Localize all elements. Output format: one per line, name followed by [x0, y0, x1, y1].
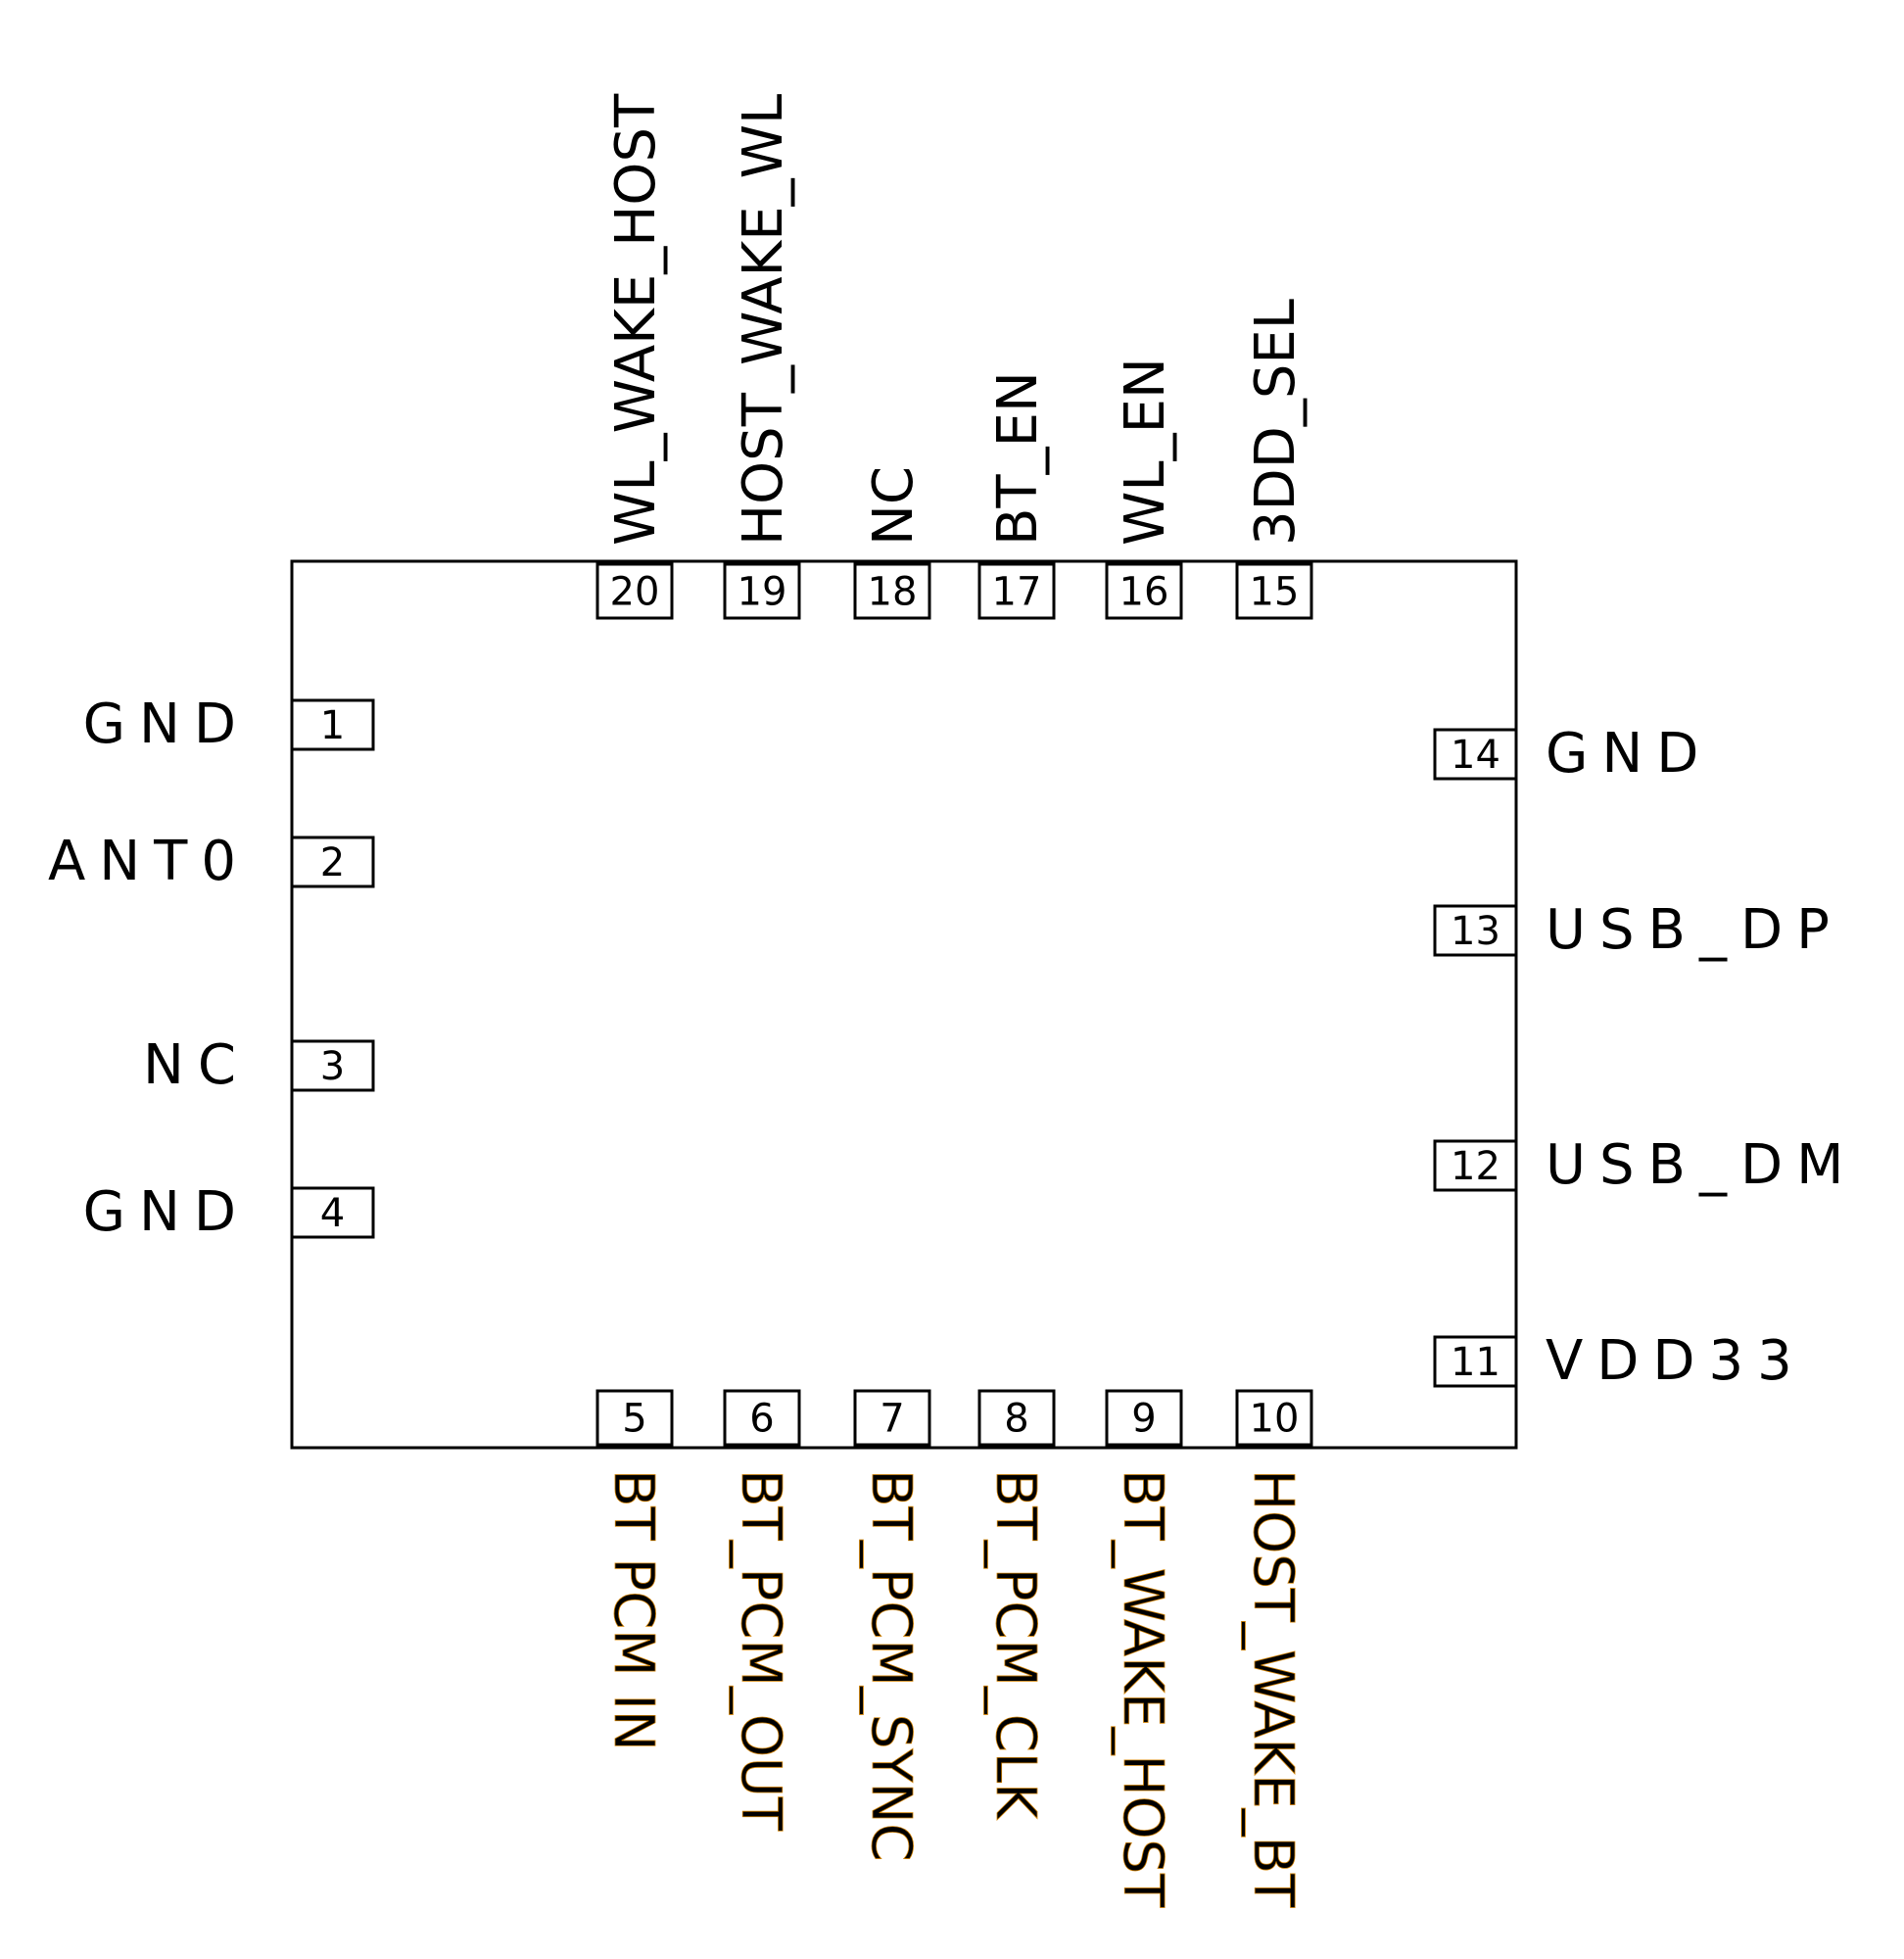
pin-number: 16 [1119, 570, 1169, 615]
pin-name-bt-en: BT_EN [986, 371, 1050, 546]
pin-14: 14 GND [1433, 722, 1712, 786]
pin-18: 18 NC [853, 466, 931, 620]
pin-name-bt-wake-host: BT_WAKE_HOST [1111, 1469, 1174, 1908]
pin-19: 19 HOST_WAKE_WL [723, 94, 801, 620]
pin-pad [1235, 562, 1313, 620]
pin-11: 11 VDD33 [1433, 1329, 1806, 1393]
pin-number: 2 [320, 840, 345, 885]
pin-pad [853, 562, 931, 620]
pin-number: 7 [880, 1397, 904, 1442]
pin-number: 6 [749, 1397, 774, 1442]
pin-9: 9BT_WAKE_HOST [1105, 1389, 1183, 1908]
pin-pad [290, 836, 375, 888]
pin-name-bt-pcm-clk: BT_PCM_CLK [983, 1469, 1047, 1820]
pin-number: 1 [320, 703, 345, 748]
pin-name-gnd: GND [83, 1180, 250, 1244]
pin-name-bt-pcm-out: BT_PCM_OUT [729, 1469, 792, 1832]
pin-number: 17 [992, 570, 1042, 615]
pin-17: 17 BT_EN [977, 371, 1056, 620]
pin-pad [290, 1039, 375, 1092]
pin-name-host-wake-bt: HOST_WAKE_BT [1241, 1469, 1305, 1908]
pin-number: 15 [1250, 570, 1300, 615]
pin-number: 5 [622, 1397, 646, 1442]
pin-number: 12 [1451, 1144, 1500, 1189]
pin-pad [290, 1186, 375, 1239]
pin-number: 9 [1131, 1397, 1156, 1442]
pin-pad [723, 1389, 801, 1447]
pin-number: 3 [320, 1044, 345, 1089]
pin-name-wl-en: WL_EN [1114, 358, 1177, 546]
pin-number: 13 [1451, 909, 1500, 954]
pin-name-nc: NC [143, 1033, 250, 1097]
pin-pad [853, 1389, 931, 1447]
pin-name-nc: NC [862, 466, 926, 546]
pin-name-usb-dm: USB_DM [1546, 1133, 1857, 1197]
pin-20: 20 WL_WAKE_HOST [595, 93, 674, 620]
pin-number: 14 [1451, 733, 1500, 778]
pin-pad [290, 698, 375, 751]
pin-7: 7BT_PCM_SYNC [853, 1389, 931, 1862]
pin-number: 10 [1250, 1397, 1300, 1442]
pin-1: 1 GND [83, 693, 375, 756]
pin-6: 6BT_PCM_OUT [723, 1389, 801, 1832]
pin-name-host-wake-wl: HOST_WAKE_WL [732, 94, 795, 546]
pin-pad [1433, 728, 1518, 781]
pin-2: 2 ANT0 [48, 830, 375, 893]
pin-number: 4 [320, 1191, 345, 1236]
pin-5: 5 BT PCM IN [595, 1389, 674, 1751]
pin-12: 12 USB_DM [1433, 1133, 1857, 1197]
pin-pad [1433, 904, 1518, 957]
pin-number: 18 [868, 570, 918, 615]
pin-4: 4 GND [83, 1180, 375, 1244]
pin-pad [1105, 562, 1183, 620]
pin-number: 8 [1004, 1397, 1028, 1442]
pin-name-gnd: GND [1546, 722, 1712, 786]
pin-name-3dd-sel: 3DD_SEL [1244, 299, 1308, 546]
pin-name-vdd33: VDD33 [1546, 1329, 1806, 1393]
pin-name-bt-pcm-sync: BT_PCM_SYNC [859, 1469, 923, 1862]
pin-name-usb-dp: USB_DP [1546, 898, 1843, 962]
pin-pad [1433, 1139, 1518, 1192]
pin-pad [595, 1389, 674, 1447]
pin-pad [595, 562, 674, 620]
pin-pad [1433, 1335, 1518, 1388]
pin-number: 20 [610, 570, 660, 615]
pin-3: 3 NC [143, 1033, 375, 1097]
pin-pad [1105, 1389, 1183, 1447]
pin-name-ant0: ANT0 [48, 830, 250, 893]
pin-name-wl-wake-host: WL_WAKE_HOST [604, 93, 668, 546]
pin-16: 16 WL_EN [1105, 358, 1183, 620]
pin-number: 19 [738, 570, 787, 615]
pin-13: 13 USB_DP [1433, 898, 1843, 962]
pin-pad [977, 1389, 1056, 1447]
pin-15: 15 3DD_SEL [1235, 299, 1313, 620]
pin-name-bt-pcm-in: BT PCM IN [601, 1469, 665, 1751]
pin-8: 8BT_PCM_CLK [977, 1389, 1056, 1821]
pin-pad [977, 562, 1056, 620]
pin-name-gnd: GND [83, 693, 250, 756]
pin-pad [1235, 1389, 1313, 1447]
pin-number: 11 [1451, 1340, 1500, 1385]
pin-pad [723, 562, 801, 620]
chip-body [290, 559, 1518, 1450]
